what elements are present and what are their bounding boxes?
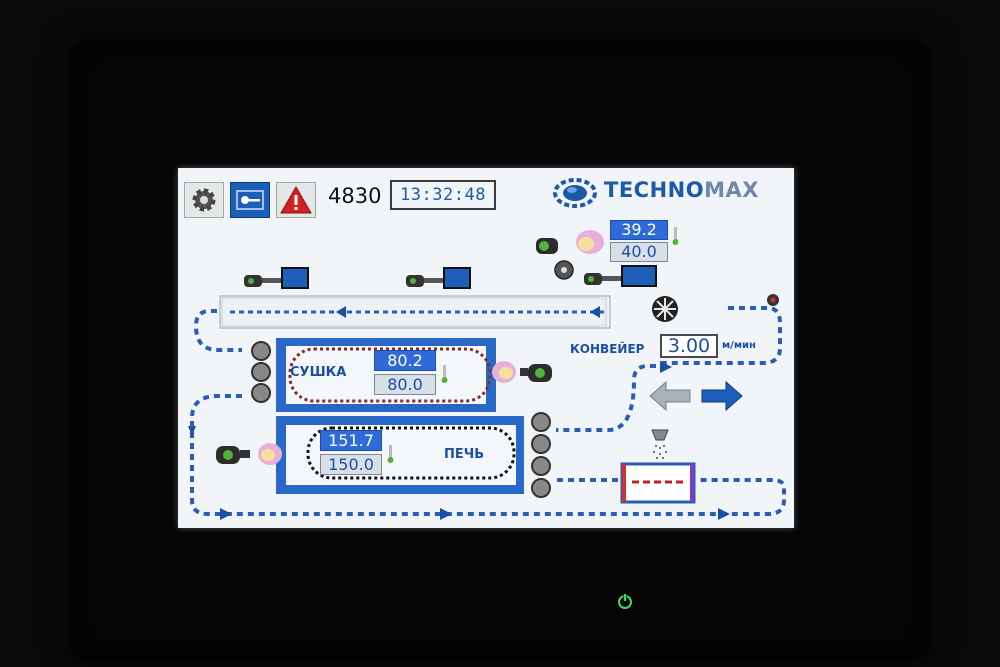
burner-icon (492, 361, 552, 383)
fan-icon (652, 296, 678, 322)
production-counter: 4830 (328, 184, 382, 208)
motor-icon (767, 294, 779, 306)
alarm-button[interactable] (276, 182, 316, 218)
conveyor-speed-input[interactable]: 3.00 (660, 334, 718, 358)
hmi-screen: 4830 13:32:48 TECHNOMAX 39.2 40.0 (178, 168, 794, 528)
dryer-temp-setpoint[interactable]: 80.0 (374, 374, 436, 395)
clock-display: 13:32:48 (390, 180, 496, 210)
login-button[interactable] (230, 182, 270, 218)
key-icon (236, 190, 264, 210)
thermometer-icon (672, 227, 679, 245)
power-icon[interactable] (616, 592, 634, 610)
thermometer-icon (441, 365, 448, 383)
motor-icon (244, 267, 309, 289)
settings-button[interactable] (184, 182, 224, 218)
dryer-temp-actual: 80.2 (374, 350, 436, 371)
arrow-right-icon[interactable] (700, 380, 744, 412)
spray-icon (651, 429, 669, 459)
motor-icon (584, 265, 657, 287)
roller-group-left (251, 341, 271, 403)
oven-label: ПЕЧЬ (444, 447, 485, 462)
oven-temp-actual: 151.7 (320, 430, 382, 451)
dryer-label: СУШКА (290, 365, 347, 380)
fan-icon (554, 260, 574, 280)
burner-temp-actual: 39.2 (610, 220, 668, 240)
brand-logo: TECHNOMAX (604, 178, 759, 202)
burner-icon (536, 230, 604, 254)
conveyor-speed-unit: м/мин (722, 340, 756, 351)
warning-icon (280, 185, 312, 214)
burner-temp-setpoint[interactable]: 40.0 (610, 242, 668, 262)
logo-gear-icon (553, 178, 597, 208)
oven-temp-setpoint[interactable]: 150.0 (320, 454, 382, 475)
roller-group-right (531, 412, 551, 498)
gear-icon (192, 188, 216, 212)
burner-icon (216, 443, 282, 465)
conveyor-label: КОНВЕЙЕР (570, 342, 645, 356)
arrow-left-icon[interactable] (648, 380, 692, 412)
motor-icon (406, 267, 471, 289)
thermometer-icon (387, 445, 394, 463)
